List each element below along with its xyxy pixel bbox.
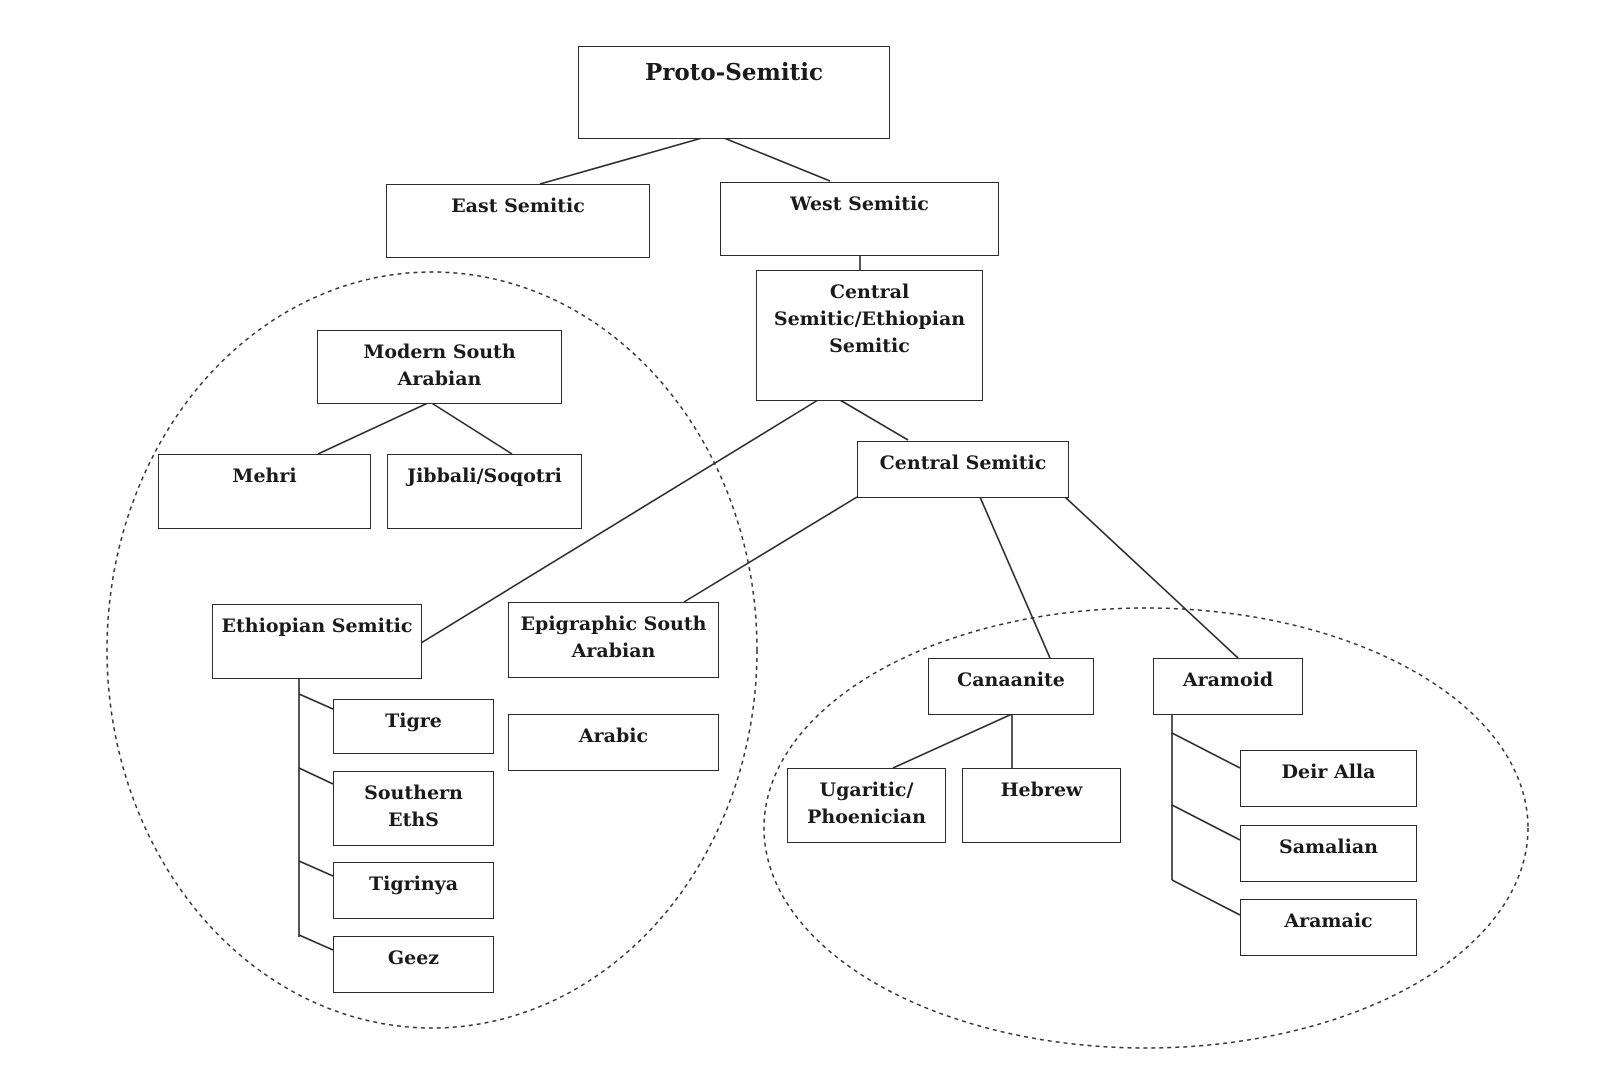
edge-central-canaanite [979,496,1051,659]
node-central-ethiopian-line-3: Semitic [829,335,910,357]
edge-canaanite-ugaritic [892,713,1013,769]
edge-ethiopian-southern [298,767,334,785]
node-central-ethiopian-line-2: Semitic/Ethiopian [773,308,966,330]
node-mehri: Mehri [158,454,371,529]
node-ugaritic-line-2: Phoenician [807,806,926,828]
edge-msa-mehri [317,401,431,455]
south-semitic-group-ellipse [106,271,758,1029]
node-jibbali-soqotri: Jibbali/Soqotri [387,454,582,529]
edge-aramoid-deiralla [1171,732,1241,769]
node-central-semitic: Central Semitic [857,441,1069,498]
northwest-semitic-group-ellipse [763,607,1529,1049]
node-west-semitic: West Semitic [720,182,999,256]
node-geez: Geez [333,936,494,993]
node-tigre: Tigre [333,699,494,754]
node-southern-line-2: EthS [388,809,439,831]
node-epigraphic-line-1: Epigraphic South [520,613,707,635]
node-msa-line-1: Modern South [363,341,516,363]
node-aramoid: Aramoid [1153,658,1303,715]
edge-aramoid-samalian [1171,804,1241,841]
node-tigrinya: Tigrinya [333,862,494,919]
node-proto-semitic: Proto-Semitic [578,46,890,139]
node-southern-eths: Southern EthS [333,771,494,846]
edge-central-aramoid [1064,496,1239,659]
edge-proto-west [723,137,831,182]
node-southern-line-1: Southern [364,782,463,804]
node-samalian: Samalian [1240,825,1417,882]
edge-ethiopian-tigre [298,693,334,710]
node-east-semitic: East Semitic [386,184,650,258]
node-epigraphic-south-arabian: Epigraphic South Arabian [508,602,719,678]
node-ugaritic-phoenician: Ugaritic/ Phoenician [787,768,946,843]
node-epigraphic-line-2: Arabian [571,640,656,662]
edge-aramoid-aramaic [1171,879,1241,916]
node-ugaritic-line-1: Ugaritic/ [819,779,914,801]
node-canaanite: Canaanite [928,658,1094,715]
node-deir-alla: Deir Alla [1240,750,1417,807]
node-central-ethiopian-line-1: Central [829,281,910,303]
edge-centraleth-ethiopian [420,399,819,644]
edge-centraleth-central [839,399,909,441]
node-central-ethiopian-semitic: Central Semitic/Ethiopian Semitic [756,270,983,401]
node-modern-south-arabian: Modern South Arabian [317,330,562,404]
edge-ethiopian-tigrinya [298,860,334,877]
node-msa-line-2: Arabian [397,368,482,390]
node-arabic: Arabic [508,714,719,771]
edge-central-epigraphic [683,496,858,603]
edge-ethiopian-geez [298,934,334,951]
edge-msa-jibbali [429,401,513,455]
edge-proto-east [539,137,703,185]
node-hebrew: Hebrew [962,768,1121,843]
node-ethiopian-semitic: Ethiopian Semitic [212,604,422,679]
node-aramaic: Aramaic [1240,899,1417,956]
